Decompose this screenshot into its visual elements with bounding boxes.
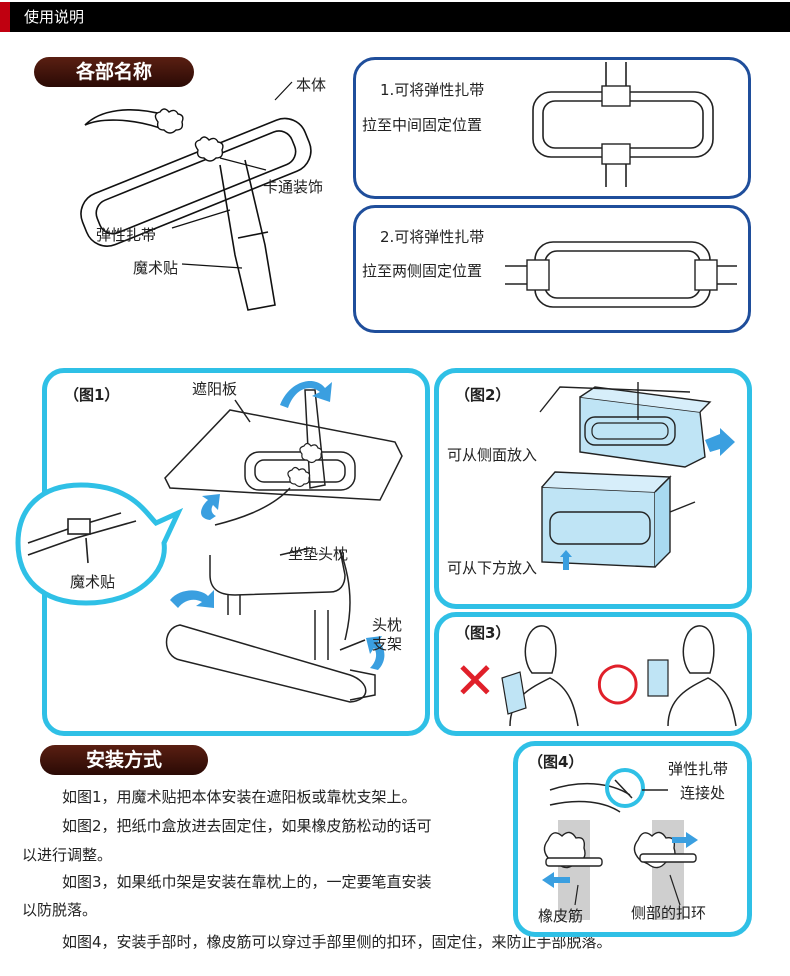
- option-2-box: [353, 205, 751, 333]
- figure-2-illustration: [539, 382, 735, 570]
- option-2-line1: 2.可将弹性扎带: [380, 228, 485, 246]
- wrong-mark: ✕: [454, 652, 496, 710]
- figure-4-joint-2: 连接处: [680, 784, 726, 802]
- option-1-line2: 拉至中间固定位置: [362, 116, 483, 134]
- figure-4-buckle: 侧部的扣环: [631, 904, 707, 922]
- figure-3-illustration: ✕ ○: [454, 625, 737, 727]
- label-body: 本体: [296, 76, 327, 94]
- header-bar: 使用说明: [0, 2, 790, 32]
- figure-1-support-2: 支架: [372, 635, 403, 653]
- install-p4: 如图4，安装手部时，橡皮筋可以穿过手部里侧的扣环，固定住，来防止手部脱落。: [62, 933, 612, 951]
- figure-3-label: （图3）: [455, 624, 511, 642]
- option-2-illustration: [505, 241, 737, 308]
- label-cartoon: 卡通装饰: [263, 178, 324, 196]
- figure-2-side: 可从侧面放入: [447, 446, 538, 464]
- figure-1-illustration: [164, 381, 403, 703]
- figure-1-label: （图1）: [64, 386, 120, 404]
- figure-4-rubber: 橡皮筋: [538, 907, 584, 925]
- figure-3-box: [434, 612, 752, 736]
- parts-title: 各部名称: [34, 57, 194, 87]
- install-p3b: 以防脱落。: [22, 901, 98, 919]
- option-1-box: [353, 57, 751, 199]
- figure-2-label: （图2）: [455, 386, 511, 404]
- parts-illustration: [80, 81, 312, 311]
- right-mark: ○: [595, 651, 640, 711]
- velcro-zoom-bubble: [15, 482, 184, 606]
- install-p1: 如图1，用魔术贴把本体安装在遮阳板或靠枕支架上。: [62, 788, 417, 806]
- figure-4-label: （图4）: [528, 753, 584, 771]
- install-title: 安装方式: [40, 745, 208, 775]
- header-accent: [0, 2, 10, 32]
- figure-1-velcro: 魔术贴: [70, 573, 116, 591]
- figure-4-joint-1: 弹性扎带: [668, 760, 729, 778]
- install-p3a: 如图3，如果纸巾架是安装在靠枕上的，一定要笔直安装: [62, 873, 432, 891]
- label-velcro: 魔术贴: [133, 259, 179, 277]
- header-title: 使用说明: [24, 8, 85, 26]
- option-1-illustration: [532, 62, 714, 187]
- option-2-line2: 拉至两侧固定位置: [362, 262, 483, 280]
- install-p2a: 如图2，把纸巾盒放进去固定住，如果橡皮筋松动的话可: [62, 817, 432, 835]
- figure-1-support-1: 头枕: [372, 616, 403, 634]
- figure-4-illustration: [542, 768, 698, 920]
- figure-2-bottom: 可从下方放入: [447, 559, 538, 577]
- install-p2b: 以进行调整。: [22, 846, 113, 864]
- figure-1-visor: 遮阳板: [192, 380, 238, 398]
- option-1-line1: 1.可将弹性扎带: [380, 81, 485, 99]
- figure-1-headrest: 坐垫头枕: [288, 545, 349, 563]
- label-strap: 弹性扎带: [96, 226, 157, 244]
